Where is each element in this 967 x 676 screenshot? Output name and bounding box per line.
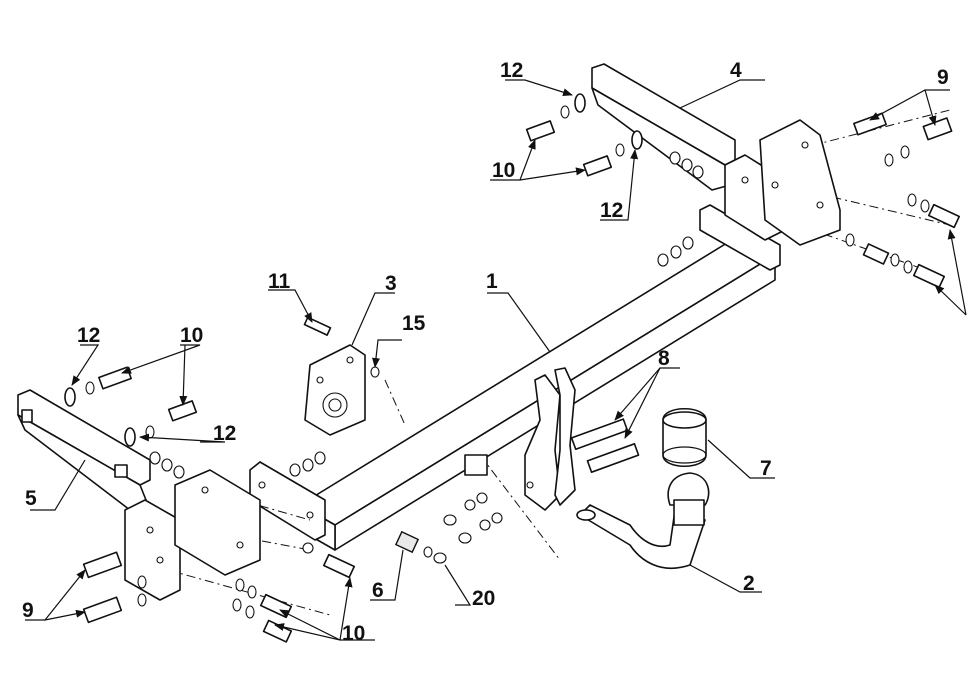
- leader-lines: [25, 79, 967, 641]
- callout-12-right-top: 12: [500, 59, 523, 82]
- callout-7: 7: [760, 457, 772, 480]
- callout-labels: 1 2 3 4 5 6 7 8 9 9 10 10 10 11 12 12 12…: [22, 59, 949, 645]
- side-bracket-right: [591, 63, 841, 246]
- callout-10-right: 10: [492, 159, 515, 182]
- fasteners: [64, 93, 961, 643]
- tow-ball: [576, 472, 710, 570]
- callout-15: 15: [402, 312, 426, 335]
- callout-9-left: 9: [22, 599, 34, 622]
- callout-8: 8: [658, 347, 670, 370]
- callout-12-right: 12: [600, 199, 623, 222]
- callout-6: 6: [372, 579, 384, 602]
- callout-10-left-top: 10: [180, 324, 203, 347]
- callout-11: 11: [268, 270, 291, 293]
- callout-2: 2: [743, 572, 755, 595]
- ball-mount-bracket: [464, 367, 576, 511]
- tow-ball-cover: [662, 408, 707, 467]
- callout-10-left-bottom: 10: [342, 622, 365, 645]
- callout-20: 20: [472, 587, 495, 610]
- callout-4: 4: [730, 59, 742, 82]
- callout-3: 3: [385, 272, 397, 295]
- callout-9-right: 9: [937, 66, 949, 89]
- socket-plate: [304, 344, 366, 436]
- callout-12-left-top: 12: [77, 324, 100, 347]
- callout-5: 5: [25, 487, 37, 510]
- callout-1: 1: [486, 270, 498, 293]
- callout-12-left: 12: [213, 422, 236, 445]
